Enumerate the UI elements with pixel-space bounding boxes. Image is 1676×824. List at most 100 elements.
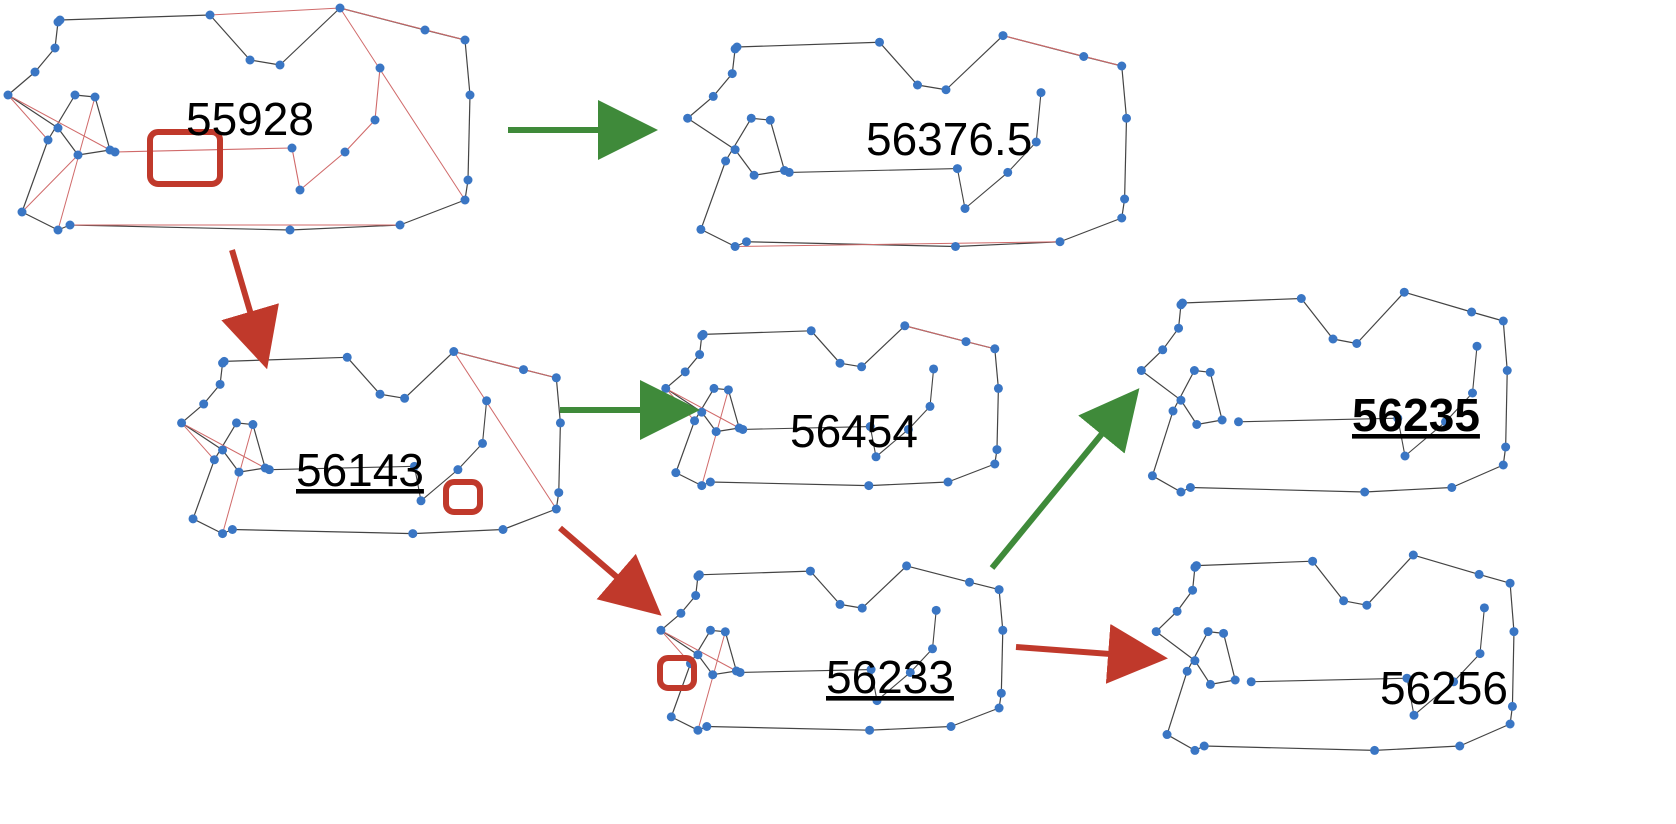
city-node: [1158, 345, 1168, 355]
city-node: [482, 396, 492, 406]
tour-edge: [1172, 370, 1195, 412]
city-node: [1230, 675, 1240, 685]
city-node: [730, 242, 740, 251]
tour-edge: [413, 466, 422, 501]
tour-edge: [945, 35, 1004, 91]
tour-edge: [1152, 475, 1182, 493]
tour-edge: [1511, 631, 1515, 707]
city-node: [1176, 395, 1186, 405]
city-node: [925, 401, 935, 411]
city-node: [695, 350, 705, 360]
city-node: [1205, 679, 1215, 689]
tour-edge: [1196, 560, 1313, 567]
tour-edge: [1124, 118, 1128, 200]
tour-edge: [754, 169, 785, 176]
tour-edge: [1453, 653, 1481, 683]
city-node: [857, 362, 867, 372]
city-node: [205, 10, 215, 20]
city-node: [65, 220, 75, 230]
city-node: [460, 35, 470, 45]
city-node: [835, 358, 845, 368]
city-node: [1479, 603, 1489, 613]
candidate-edge: [904, 325, 995, 350]
city-node: [865, 422, 875, 432]
tour-edge: [404, 351, 455, 399]
tour-edge: [289, 224, 401, 231]
city-node: [1505, 719, 1515, 729]
city-node: [696, 224, 706, 234]
city-node: [727, 69, 737, 79]
city-node: [1190, 656, 1200, 666]
transition-arrows: [221, 100, 1168, 684]
city-node: [866, 665, 876, 675]
city-node: [53, 17, 63, 27]
city-node: [857, 603, 867, 613]
city-node: [835, 599, 845, 609]
tour-edge: [1478, 573, 1511, 584]
city-node: [661, 383, 671, 393]
city-node: [900, 321, 910, 331]
city-node: [993, 383, 1003, 393]
tour-edge: [181, 422, 223, 451]
tour-edge: [1121, 65, 1128, 119]
tour-edge: [209, 14, 251, 61]
tour-edge: [734, 149, 755, 176]
city-node: [209, 455, 219, 465]
city-node: [1162, 730, 1172, 740]
city-node: [720, 627, 730, 637]
city-node: [1296, 294, 1306, 303]
city-node: [929, 364, 939, 374]
city-node: [875, 37, 884, 47]
candidate-edge: [21, 154, 79, 213]
tour-edge: [1300, 298, 1334, 340]
tour-edge: [457, 443, 483, 471]
city-node: [730, 44, 740, 54]
city-node: [232, 418, 241, 428]
city-node: [400, 393, 410, 403]
tour-edge: [1155, 631, 1196, 662]
candidate-edge: [181, 422, 266, 469]
city-node: [1467, 307, 1477, 317]
city-node: [370, 115, 380, 125]
city-node: [90, 92, 100, 102]
tour-edge: [299, 151, 346, 191]
city-node: [693, 650, 703, 660]
city-node: [697, 407, 707, 417]
city-node: [1190, 562, 1200, 572]
city-node: [420, 25, 430, 35]
city-node: [1393, 413, 1403, 423]
tour-edge: [412, 528, 504, 535]
city-node: [1501, 442, 1511, 452]
tour-edge: [1505, 370, 1508, 448]
city-node: [683, 113, 693, 123]
tour-edge: [114, 147, 293, 153]
tour-edge: [1312, 560, 1345, 602]
tour-edge: [746, 241, 956, 248]
city-node: [375, 63, 385, 73]
city-node: [996, 688, 1006, 698]
tour-edge: [950, 707, 1000, 728]
tour-edge: [420, 469, 459, 502]
highlight-boxes: [147, 129, 697, 691]
tour-edge: [964, 171, 1009, 209]
tour-edge: [907, 406, 931, 430]
city-node: [199, 399, 209, 409]
city-node: [730, 145, 740, 155]
city-node: [1185, 483, 1195, 492]
city-node: [1217, 415, 1227, 425]
city-node: [1036, 88, 1046, 98]
city-node: [1031, 137, 1041, 147]
city-node: [749, 170, 759, 180]
city-node: [335, 3, 345, 13]
city-node: [1182, 666, 1192, 676]
tour-edge: [1471, 346, 1478, 394]
city-node: [1475, 649, 1485, 659]
tour-edge: [712, 73, 733, 97]
tour-edge: [861, 325, 906, 368]
tour-edge: [994, 348, 999, 389]
tour-edge: [869, 725, 952, 731]
city-node: [998, 31, 1008, 41]
city-node: [931, 605, 941, 615]
city-node: [295, 185, 305, 195]
city-node: [555, 418, 565, 428]
